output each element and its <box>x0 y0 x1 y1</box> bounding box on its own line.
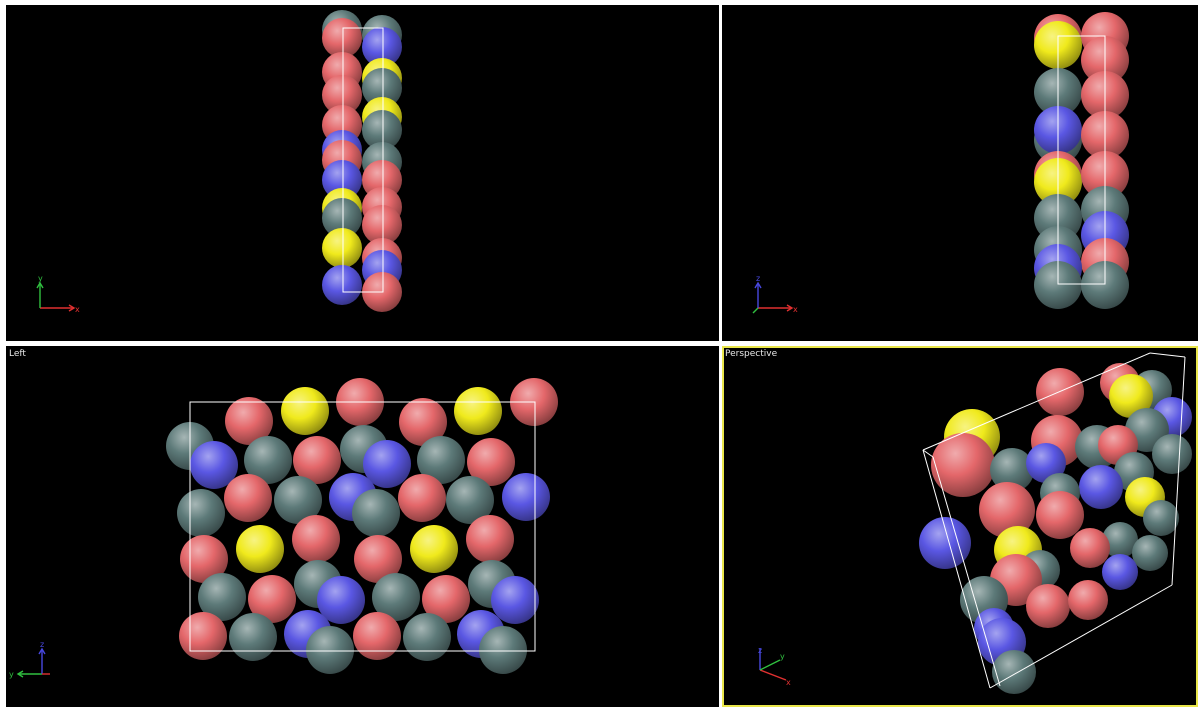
atom-red <box>422 575 470 623</box>
atom-gray <box>352 489 400 537</box>
cell-edge <box>922 449 934 458</box>
atom-red <box>1036 491 1084 539</box>
atom-red <box>248 575 296 623</box>
atom-red <box>467 438 515 486</box>
atom-yellow <box>410 525 458 573</box>
atom-blue <box>1026 443 1066 483</box>
axis-gizmo: x z <box>752 275 798 314</box>
axis-x-label: x <box>793 305 798 314</box>
axis-y-label: y <box>38 275 43 283</box>
atom-red <box>931 433 995 497</box>
scene-top <box>322 10 402 312</box>
viewport-label: Perspective <box>725 349 778 359</box>
axis-z-label: z <box>756 275 760 283</box>
atom-gray <box>372 573 420 621</box>
atom-gray <box>479 626 527 674</box>
scene-front <box>1034 12 1129 309</box>
atom-red <box>398 474 446 522</box>
atom-yellow <box>236 525 284 573</box>
atom-gray <box>244 436 292 484</box>
atom-gray <box>992 650 1036 694</box>
cell-outline <box>189 401 536 652</box>
viewport-left[interactable]: Left y z <box>6 346 719 707</box>
atom-red <box>1070 528 1110 568</box>
atom-red <box>1026 584 1070 628</box>
viewport-perspective[interactable]: Perspective x z y <box>722 346 1198 707</box>
atom-red <box>466 515 514 563</box>
atom-blue <box>322 160 362 200</box>
atom-red <box>353 612 401 660</box>
atom-gray <box>362 68 402 108</box>
cell-edge <box>922 449 991 689</box>
atom-red <box>180 535 228 583</box>
cell-edge <box>989 584 1173 689</box>
atom-blue <box>362 27 402 67</box>
atom-blue <box>1102 554 1138 590</box>
scene-left <box>166 378 558 674</box>
cell-edge <box>922 352 1151 451</box>
atom-gray <box>1034 261 1082 309</box>
cell-edge <box>1149 352 1186 358</box>
atom-gray <box>403 613 451 661</box>
atom-gray <box>1132 535 1168 571</box>
atom-gray <box>446 476 494 524</box>
viewport-label: Left <box>9 349 26 359</box>
atom-gray <box>274 476 322 524</box>
atom-gray <box>322 198 362 238</box>
atom-gray <box>229 613 277 661</box>
atom-blue <box>322 265 362 305</box>
atom-red <box>179 612 227 660</box>
axis-x-label: x <box>786 678 791 687</box>
atom-gray <box>1081 261 1129 309</box>
atom-gray <box>198 573 246 621</box>
atom-yellow <box>1109 374 1153 418</box>
axis-x-label: x <box>75 305 80 314</box>
atom-red <box>293 436 341 484</box>
atom-gray <box>417 436 465 484</box>
atom-red <box>225 397 273 445</box>
atom-red <box>354 535 402 583</box>
atom-gray <box>1152 434 1192 474</box>
axis-y-label: y <box>9 670 14 679</box>
cell-edge <box>932 456 1001 687</box>
atom-blue <box>363 440 411 488</box>
atom-red <box>292 515 340 563</box>
axis-gizmo: y z <box>9 641 50 679</box>
atom-blue <box>1079 465 1123 509</box>
atom-red <box>399 398 447 446</box>
viewport-front[interactable]: x z <box>722 5 1198 341</box>
axis-gizmo: x z y <box>758 646 791 687</box>
atom-gray <box>990 448 1034 492</box>
atom-blue <box>491 576 539 624</box>
scene-perspective <box>919 352 1192 694</box>
axis-gizmo: x y <box>36 275 80 314</box>
atom-gray <box>362 110 402 150</box>
atom-gray <box>306 626 354 674</box>
atom-red <box>979 482 1035 538</box>
axis-z-label: z <box>40 641 44 649</box>
atom-red <box>362 205 402 245</box>
atom-blue <box>317 576 365 624</box>
atom-gray <box>177 489 225 537</box>
axis-y-label: y <box>780 652 785 661</box>
atom-red <box>1068 580 1108 620</box>
atom-gray <box>1143 500 1179 536</box>
atom-blue <box>190 441 238 489</box>
atom-blue <box>502 473 550 521</box>
atom-yellow <box>281 387 329 435</box>
cell-outline <box>342 27 384 293</box>
atom-red <box>224 474 272 522</box>
atom-gray <box>1102 522 1138 558</box>
axis-z-label: z <box>758 646 762 655</box>
cell-outline <box>1057 35 1106 285</box>
atom-yellow <box>454 387 502 435</box>
atom-blue <box>919 517 971 569</box>
atom-yellow <box>322 228 362 268</box>
atom-red <box>322 75 362 115</box>
viewport-top[interactable]: x y <box>6 5 719 341</box>
cell-edge <box>1171 356 1186 586</box>
